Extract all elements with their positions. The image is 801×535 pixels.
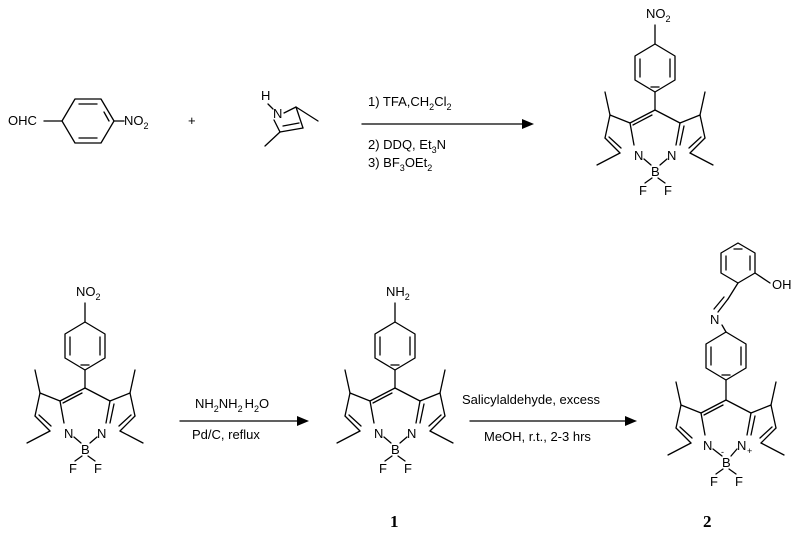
product-nitro-bodipy-1: NO2 N N B F F <box>596 6 714 198</box>
final-b-minus: - <box>721 447 724 457</box>
hydroxyl-label: OH <box>772 277 792 292</box>
cho-label: OHC <box>8 113 37 128</box>
product1-b: B <box>651 164 660 179</box>
product-schiff-base-bodipy: OH N <box>667 242 792 489</box>
pyrrole-n: N <box>273 106 282 121</box>
product1-n-right: N <box>667 148 676 163</box>
amine-label: NH2 <box>386 284 410 302</box>
product1-n-left: N <box>634 148 643 163</box>
reactant-nitrobenzaldehyde: OHC NO2 <box>8 98 149 144</box>
start-n-right: N <box>97 426 106 441</box>
final-n-left: N <box>703 438 712 453</box>
final-b: B <box>722 455 731 470</box>
start-f2: F <box>94 461 102 476</box>
start-nitro: NO2 <box>76 284 101 302</box>
compound-label-1: 1 <box>390 512 399 531</box>
condition-2: 2) DDQ, Et3N <box>368 137 446 155</box>
final-f2: F <box>735 474 743 489</box>
final-f1: F <box>710 474 718 489</box>
imine-n: N <box>710 312 719 327</box>
arrow-2 <box>179 416 309 426</box>
start-nitro-bodipy: NO2 N N B F F <box>26 284 144 476</box>
pyrrole-h: H <box>261 88 270 103</box>
arrow-3 <box>469 416 637 426</box>
product1-f2: F <box>664 183 672 198</box>
condition-3: 3) BF3OEt2 <box>368 155 432 173</box>
condition-1: 1) TFA,CH2Cl2 <box>368 94 451 112</box>
final-n-right: N <box>737 438 746 453</box>
int-f2: F <box>404 461 412 476</box>
start-b: B <box>81 442 90 457</box>
product1-nitro: NO2 <box>646 6 671 24</box>
intermediate-amino-bodipy: NH2 N N B F F <box>336 284 454 476</box>
arrow-1 <box>361 119 534 129</box>
plus-sign: + <box>188 113 196 128</box>
reactant-dimethylpyrrole: H N <box>261 88 319 147</box>
start-n-left: N <box>64 426 73 441</box>
compound-label-2: 2 <box>703 512 712 531</box>
final-n-plus: + <box>747 446 752 456</box>
int-b: B <box>391 442 400 457</box>
step2-conditions: MeOH, r.t., 2-3 hrs <box>484 429 591 444</box>
product1-f1: F <box>639 183 647 198</box>
catalyst-label: Pd/C, reflux <box>192 427 260 442</box>
start-f1: F <box>69 461 77 476</box>
nitro-label: NO2 <box>124 113 149 131</box>
int-f1: F <box>379 461 387 476</box>
int-n-left: N <box>374 426 383 441</box>
step2-reagent: Salicylaldehyde, excess <box>462 392 601 407</box>
int-n-right: N <box>407 426 416 441</box>
